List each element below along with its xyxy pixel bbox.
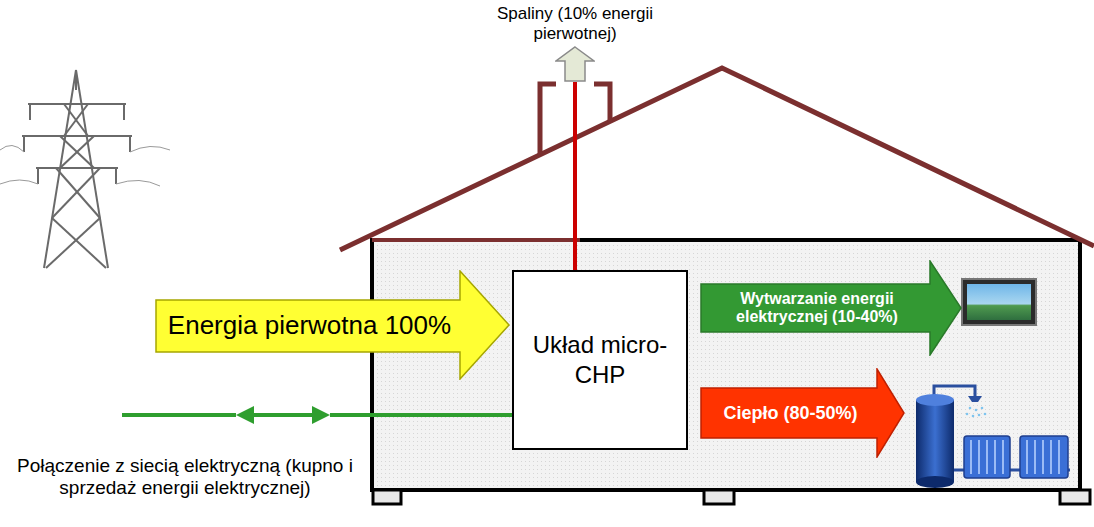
foundation (373, 490, 401, 504)
grid-connection (122, 406, 512, 424)
chimney (540, 84, 556, 155)
arrow-label: Energia pierwotna 100% (168, 311, 451, 341)
exhaust-label: Spaliny (10% energii pierwotnej) (475, 4, 675, 44)
grid-connection-label: Połączenie z siecią elektryczną (kupno i… (15, 455, 355, 499)
house-wall (372, 240, 1080, 490)
chp-unit-label: Układ micro-CHP (522, 330, 678, 390)
heating-icon (916, 386, 1070, 488)
electricity-arrow: Wytwarzanie energii elektrycznej (10-40%… (700, 260, 962, 356)
chp-unit-box: Układ micro-CHP (512, 270, 688, 450)
heat-arrow: Ciepło (80-50%) (700, 368, 905, 458)
power-pylon (0, 70, 170, 268)
house-roof (340, 68, 1094, 250)
input-energy-arrow: Energia pierwotna 100% (155, 270, 510, 380)
tv-icon (962, 279, 1036, 325)
arrow-label: Ciepło (80-50%) (723, 403, 857, 424)
exhaust-pipe (573, 82, 577, 270)
exhaust-arrow: Spaliny (10% energii pierwotnej) (475, 4, 675, 82)
arrow-label: Wytwarzanie energii elektrycznej (10-40%… (708, 290, 926, 327)
exhaust-arrow-shape (555, 46, 595, 82)
